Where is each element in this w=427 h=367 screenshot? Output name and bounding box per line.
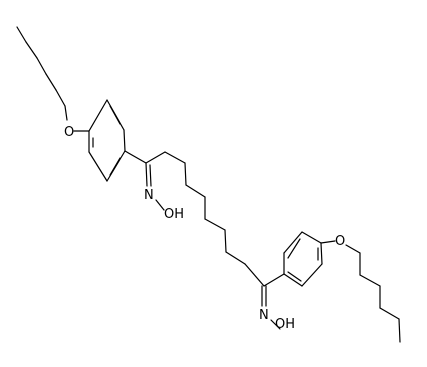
oxime-bottom: [261, 285, 281, 330]
oxime-nitrogen-top-label: N: [144, 188, 154, 203]
ether-bond-bottom: [320, 240, 336, 244]
ether-oxygen-bottom-label: O: [335, 234, 345, 249]
hexyl-chain-top: [16, 26, 68, 121]
alkyl-chain-center: [145, 151, 265, 287]
oxime-hydroxyl-top-label: OH: [164, 207, 184, 222]
benzene-ring-top: [88, 99, 126, 182]
oxime-top: [145, 162, 165, 211]
oxime-nitrogen-bottom-label: N: [259, 308, 269, 323]
benzene-ring-bottom: [283, 231, 323, 287]
aryl-bond-top: [124, 150, 147, 164]
aryl-bond-bottom: [263, 273, 285, 287]
oxime-hydroxyl-bottom-label: OH: [275, 317, 295, 332]
hexyl-chain-bottom: [345, 244, 401, 343]
ether-oxygen-top-label: O: [64, 125, 74, 140]
